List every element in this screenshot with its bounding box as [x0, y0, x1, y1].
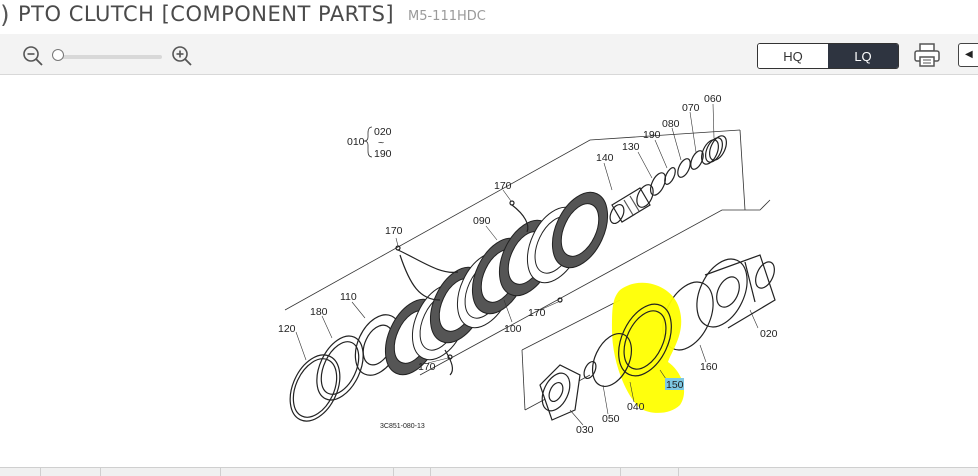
part-060-spring[interactable]	[698, 133, 730, 166]
part-170-springs[interactable]	[395, 200, 563, 376]
label-080[interactable]: 080	[662, 118, 680, 130]
prev-page-button[interactable]: ◀	[958, 43, 978, 67]
part-150-highlight[interactable]	[608, 282, 685, 413]
lq-button[interactable]: LQ	[828, 44, 898, 68]
drawing-code: 3C851-080-13	[380, 423, 425, 430]
label-150-highlight-bg	[665, 378, 684, 390]
label-120[interactable]: 120	[278, 323, 296, 335]
parts-diagram: 010 020 ~ 190 120 180 110 170 170 090 10…	[0, 75, 978, 467]
part-180-ring[interactable]	[308, 329, 373, 408]
assembly-frame	[284, 129, 771, 411]
part-020-drum[interactable]	[687, 251, 778, 335]
leader-lines	[295, 103, 759, 426]
triangle-left-icon: ◀	[965, 49, 973, 60]
label-160[interactable]: 160	[700, 361, 718, 373]
quality-toggle: HQ LQ	[757, 43, 899, 69]
label-190-range[interactable]: 190	[374, 148, 392, 160]
part-120-snap-ring[interactable]	[280, 347, 349, 429]
hq-button[interactable]: HQ	[758, 44, 828, 68]
label-020[interactable]: 020	[760, 328, 778, 340]
zoom-out-icon[interactable]	[22, 45, 44, 67]
friction-discs[interactable]	[374, 184, 618, 384]
label-030[interactable]: 030	[576, 424, 594, 436]
label-050[interactable]: 050	[602, 413, 620, 425]
label-100[interactable]: 100	[504, 323, 522, 335]
status-divider	[100, 468, 101, 476]
exploded-view-svg: 010 020 ~ 190 120 180 110 170 170 090 10…	[278, 93, 778, 436]
label-190[interactable]: 190	[643, 129, 661, 141]
label-150[interactable]: 150	[666, 379, 684, 391]
label-170-d[interactable]: 170	[418, 361, 436, 373]
label-170-b[interactable]: 170	[494, 180, 512, 192]
collapse-paren[interactable]: )	[0, 1, 12, 29]
label-010[interactable]: 010	[347, 136, 365, 148]
status-bar	[0, 467, 978, 476]
label-180[interactable]: 180	[310, 306, 328, 318]
label-090[interactable]: 090	[473, 215, 491, 227]
part-labels: 010 020 ~ 190 120 180 110 170 170 090 10…	[278, 93, 778, 436]
status-divider	[220, 468, 221, 476]
label-tilde: ~	[378, 137, 384, 149]
title-bar: ) PTO CLUTCH [COMPONENT PARTS] M5-111HDC	[0, 0, 978, 32]
label-140[interactable]: 140	[596, 152, 614, 164]
status-divider	[620, 468, 621, 476]
status-divider	[40, 468, 41, 476]
label-170-a[interactable]: 170	[385, 225, 403, 237]
group-010-bracket	[363, 126, 373, 158]
status-divider	[678, 468, 679, 476]
model-code: M5-111HDC	[408, 9, 486, 24]
zoom-in-icon[interactable]	[171, 45, 193, 67]
status-divider	[430, 468, 431, 476]
part-030-housing[interactable]	[537, 364, 581, 421]
small-rings[interactable]	[647, 149, 705, 198]
label-130[interactable]: 130	[622, 141, 640, 153]
label-170-c[interactable]: 170	[528, 307, 546, 319]
label-060[interactable]: 060	[704, 93, 722, 105]
zoom-slider-thumb[interactable]	[52, 49, 64, 61]
label-040[interactable]: 040	[627, 401, 645, 413]
printer-icon[interactable]	[914, 43, 940, 67]
page-title: PTO CLUTCH [COMPONENT PARTS]	[18, 2, 395, 26]
label-110[interactable]: 110	[340, 291, 357, 303]
label-020-range[interactable]: 020	[374, 126, 392, 138]
part-050-ring[interactable]	[582, 327, 640, 392]
zoom-slider-track[interactable]	[56, 55, 162, 59]
status-divider	[393, 468, 394, 476]
part-140-hub[interactable]	[607, 182, 656, 225]
label-070[interactable]: 070	[682, 102, 700, 114]
